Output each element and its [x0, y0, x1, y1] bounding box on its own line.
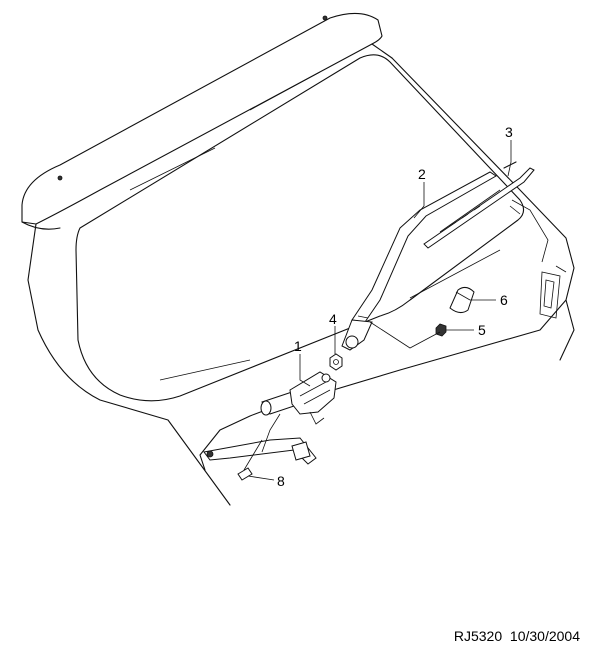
figure-code: RJ5320 [453, 628, 503, 644]
callout-4: 4 [329, 311, 337, 327]
screw-part-8 [237, 439, 263, 481]
callout-labels: 1 2 3 4 5 6 8 [277, 124, 513, 489]
tailgate-outline [21, 12, 575, 506]
leader-lines [247, 140, 512, 481]
callout-6: 6 [500, 292, 508, 308]
figure-date: 10/30/2004 [509, 628, 580, 644]
nut-part-4 [329, 353, 343, 371]
callout-1: 1 [294, 338, 302, 354]
grommet-cap-part-6 [449, 286, 475, 314]
wiper-arm [341, 171, 497, 351]
nut-part-5 [435, 323, 447, 337]
figure-caption: RJ5320 10/30/2004 [454, 628, 580, 644]
callout-5: 5 [478, 322, 486, 338]
callout-8: 8 [277, 473, 285, 489]
wiper-motor [260, 371, 337, 425]
callout-2: 2 [418, 166, 426, 182]
callout-3: 3 [505, 124, 513, 140]
lower-garnish [203, 437, 317, 465]
rear-glass-outline [75, 54, 525, 402]
